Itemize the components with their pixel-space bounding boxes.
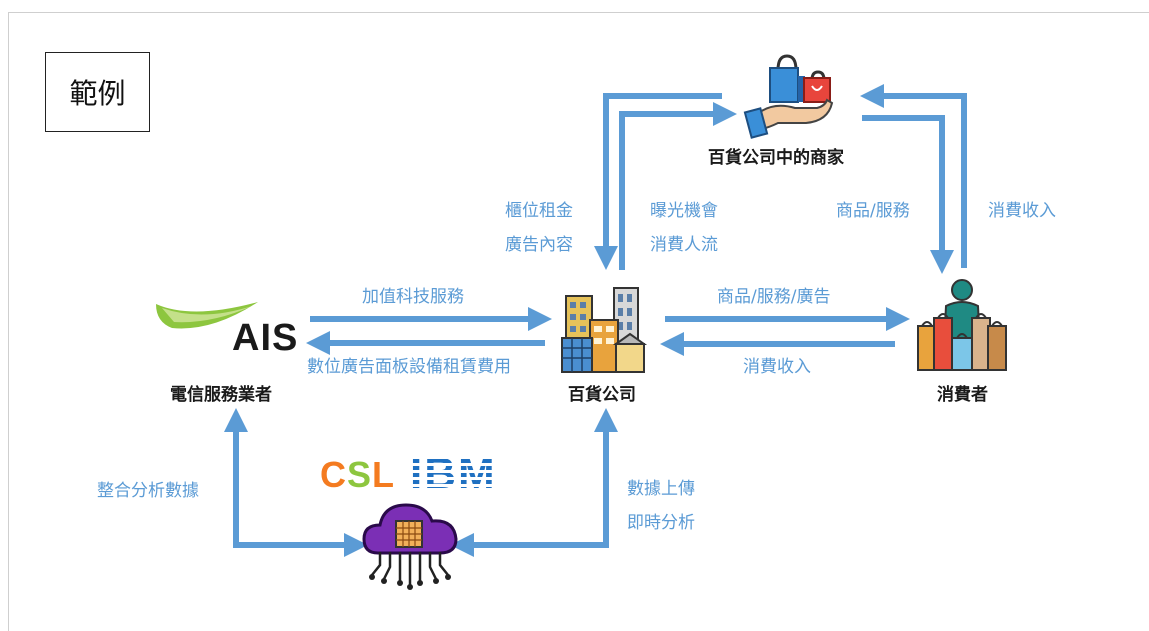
shoppers-icon (917, 279, 1007, 371)
flow-telecom-to-store: 加值科技服務 (362, 287, 464, 307)
ais-logo-text: AIS (232, 317, 299, 359)
ais-swoosh-icon (156, 302, 258, 329)
frame-border-left (8, 12, 9, 631)
shopping-hand-icon (743, 54, 834, 139)
flow-merchant-to-store-1: 曝光機會 (650, 201, 718, 221)
telecom-label: 電信服務業者 (170, 385, 272, 405)
arrow-merchant-to-consumer (862, 115, 954, 274)
arrow-merchant-to-store (619, 102, 737, 270)
csl-logo-l: L (372, 454, 396, 495)
merchant-label: 百貨公司中的商家 (708, 148, 844, 168)
csl-logo: CSL (320, 455, 395, 495)
flow-cloud-telecom: 整合分析數據 (97, 481, 199, 501)
flow-store-to-merchant-2: 廣告內容 (505, 235, 573, 255)
arrow-consumer-to-merchant (860, 84, 967, 268)
arrow-cloud-telecom (224, 408, 368, 557)
buildings-icon (561, 287, 648, 373)
flow-store-to-telecom: 數位廣告面板設備租賃費用 (307, 357, 511, 377)
flow-merchant-to-consumer: 商品/服務 (836, 201, 910, 221)
flow-store-to-consumer: 商品/服務/廣告 (717, 287, 831, 307)
flow-consumer-to-merchant: 消費收入 (988, 201, 1056, 221)
csl-logo-c: C (320, 454, 347, 495)
example-label: 範例 (45, 52, 150, 132)
ibm-logo: IBM (410, 449, 497, 498)
flow-cloud-store-2: 即時分析 (627, 513, 695, 533)
frame-border-top (8, 12, 1149, 13)
csl-logo-s: S (347, 454, 373, 495)
flow-cloud-store-1: 數據上傳 (627, 479, 695, 499)
flow-merchant-to-store-2: 消費人流 (650, 235, 718, 255)
department-store-label: 百貨公司 (568, 385, 636, 405)
flow-consumer-to-store: 消費收入 (743, 357, 811, 377)
arrow-cloud-store (450, 408, 618, 557)
flow-store-to-merchant-1: 櫃位租金 (505, 201, 573, 221)
arrow-store-to-merchant (594, 93, 722, 270)
consumer-label: 消費者 (937, 385, 988, 405)
cloud-chip-icon (362, 503, 458, 590)
